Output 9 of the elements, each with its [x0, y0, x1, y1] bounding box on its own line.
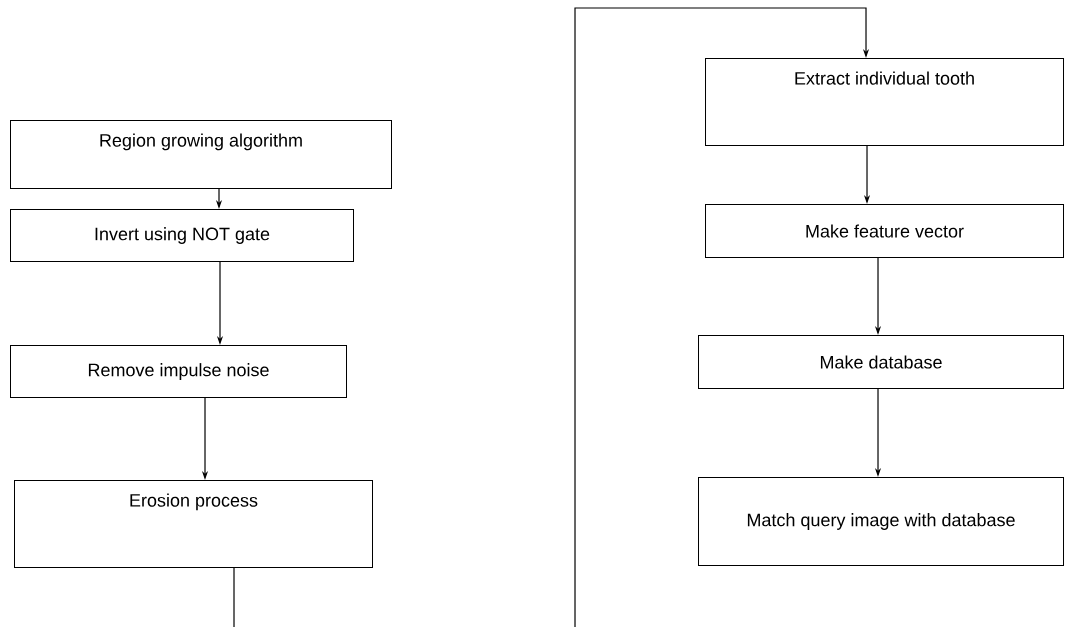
process-box: Match query image with database — [698, 477, 1064, 566]
process-box: Extract individual tooth — [705, 58, 1064, 146]
process-box: Make feature vector — [705, 204, 1064, 258]
process-box: Remove impulse noise — [10, 345, 347, 398]
arrow — [233, 7, 870, 627]
process-box: Region growing algorithm — [10, 120, 392, 189]
process-box: Make database — [698, 335, 1064, 389]
process-box: Erosion process — [14, 480, 373, 568]
process-box: Invert using NOT gate — [10, 209, 354, 262]
